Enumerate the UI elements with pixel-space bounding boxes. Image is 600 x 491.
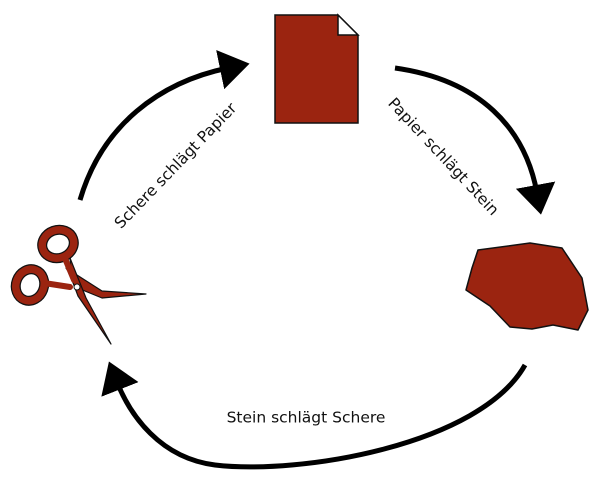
label-paper-beats-stone: Papier schlägt Stein xyxy=(384,94,502,219)
arrow-paper-to-stone xyxy=(394,65,556,215)
stone-icon xyxy=(465,242,589,331)
paper-icon xyxy=(274,13,360,124)
scissors-icon xyxy=(10,224,147,345)
arrow-scissors-to-paper xyxy=(77,50,250,201)
arrow-stone-to-scissors xyxy=(101,361,528,470)
label-stone-beats-scissors: Stein schlägt Schere xyxy=(227,409,386,427)
